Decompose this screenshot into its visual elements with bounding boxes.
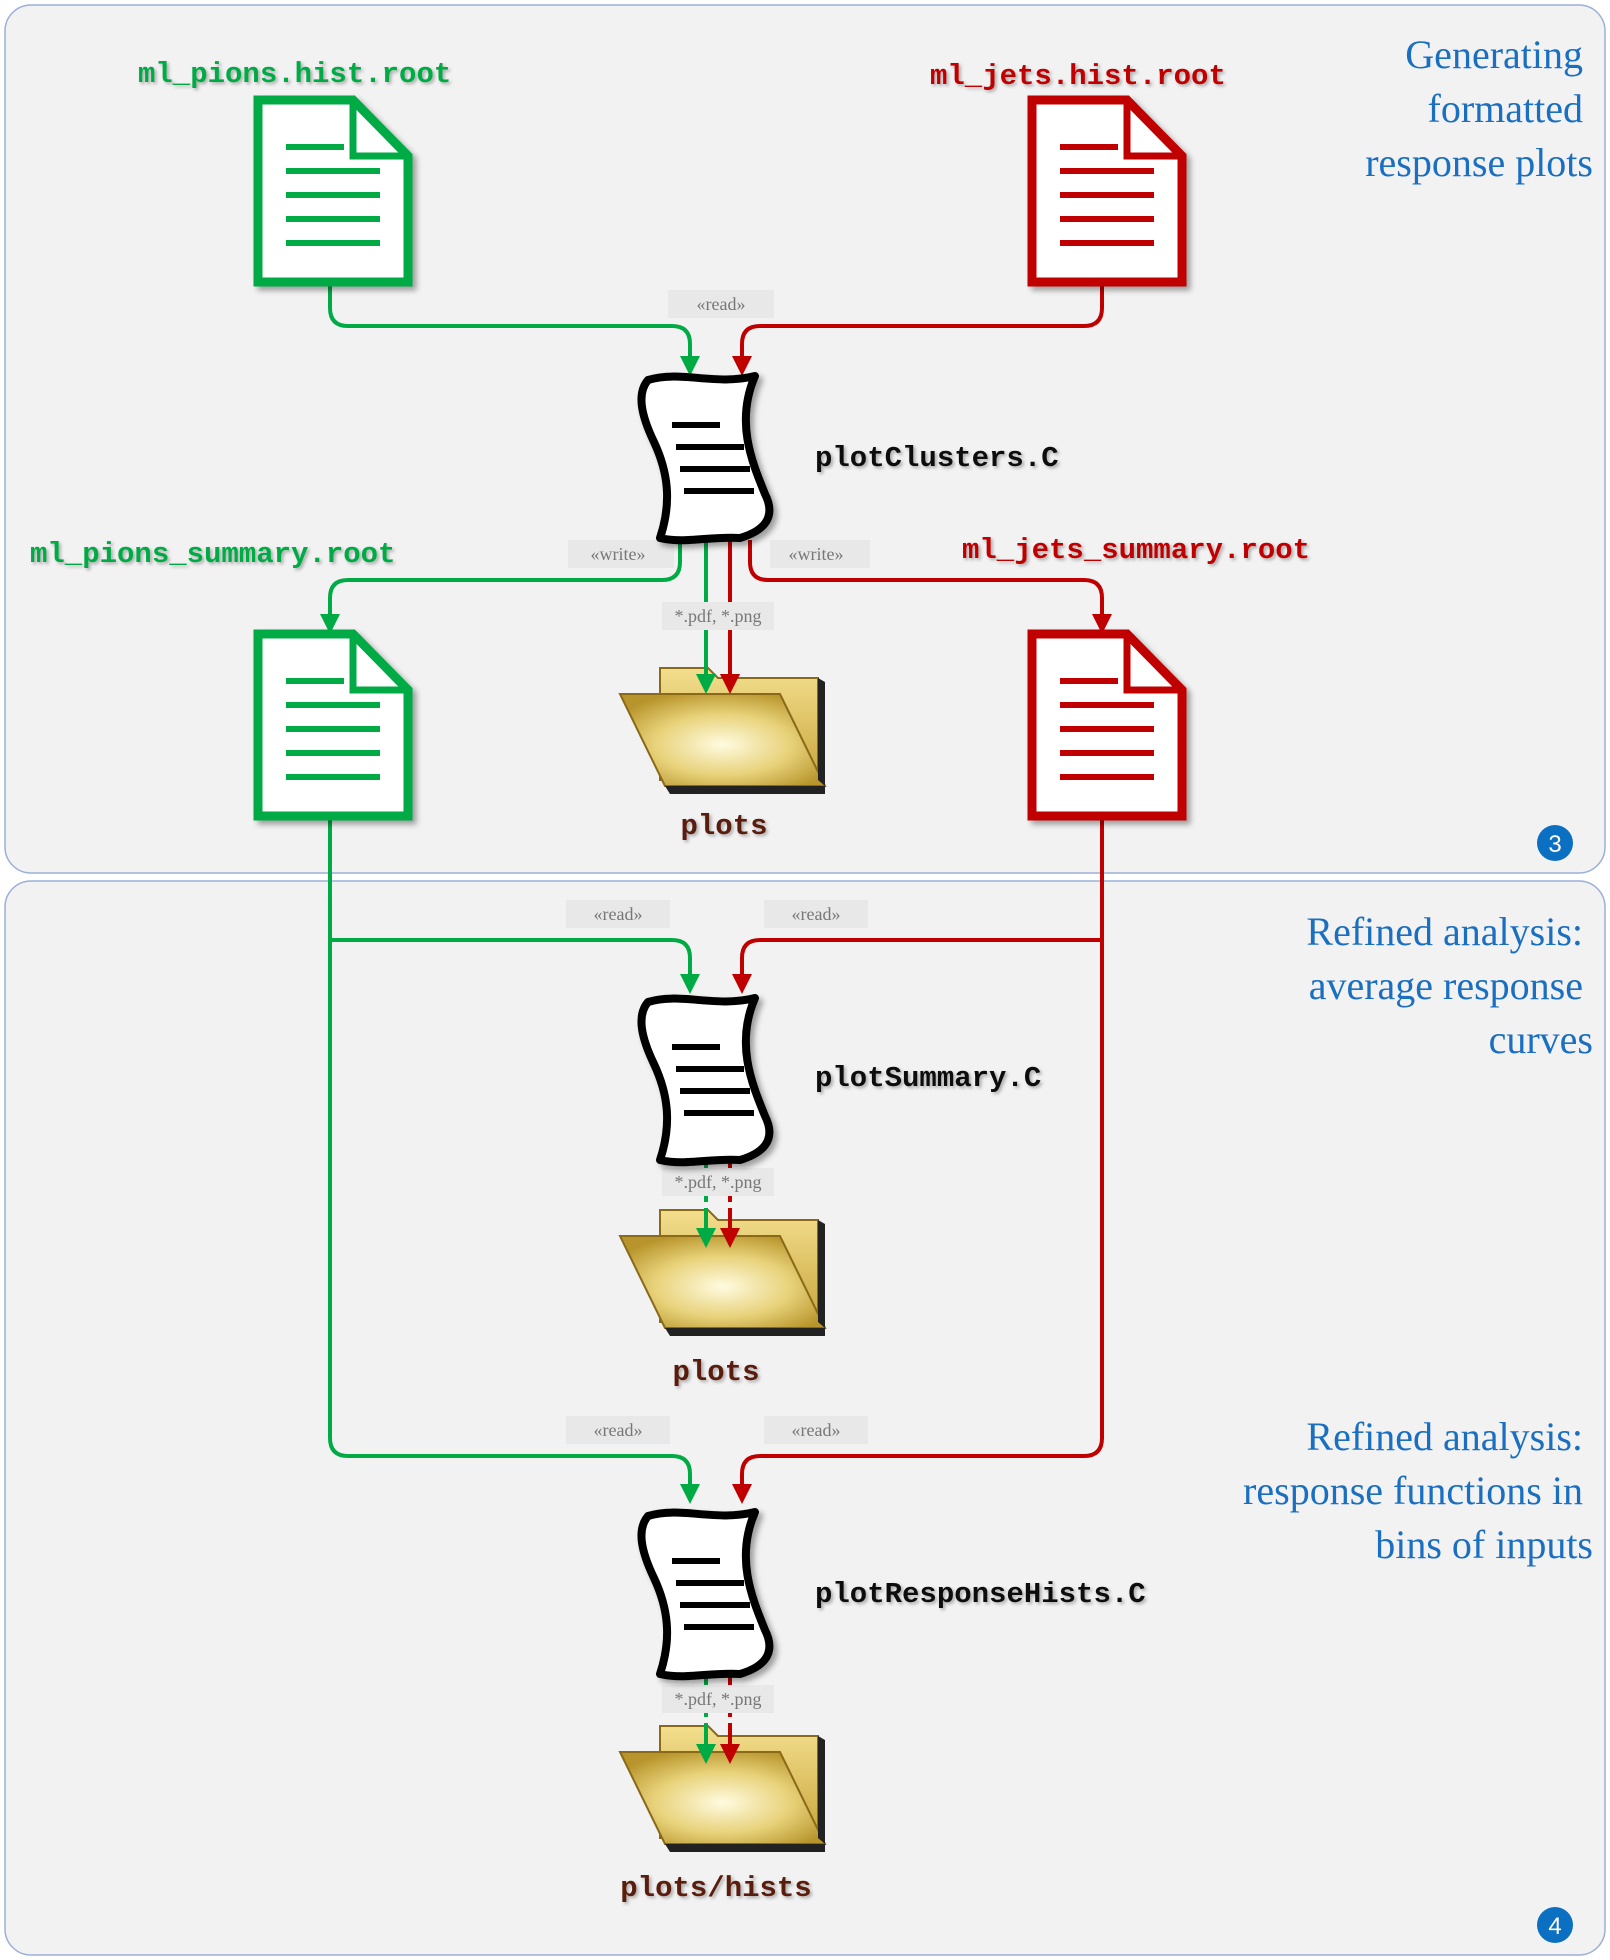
edge-jets-summary-trunk — [732, 800, 1104, 1504]
edge-label-write: «write» — [789, 544, 844, 564]
badge-number: 4 — [1548, 1913, 1561, 1940]
script-label-summary: plotSummary.C — [815, 1062, 1041, 1095]
step-badge-3: 3 — [1537, 825, 1573, 861]
caption-line: Generating — [1405, 32, 1583, 77]
edge-read-pions-hist — [328, 282, 700, 376]
edge-label-read: «read» — [594, 1420, 643, 1440]
panel-3-caption: Generating formatted response plots — [1365, 32, 1593, 185]
caption-line: formatted — [1428, 86, 1584, 131]
edge-label-read: «read» — [792, 1420, 841, 1440]
edge-write-jets-summary — [748, 540, 1112, 634]
edge-read-jets-summary — [732, 938, 1102, 994]
file-label-pions-summary: ml_pions_summary.root — [30, 538, 395, 571]
edge-label-output: *.pdf, *.png — [675, 606, 762, 626]
document-icon — [258, 100, 408, 282]
edge-write-pions-summary — [320, 540, 682, 634]
edge-pions-summary-trunk — [328, 800, 700, 1504]
file-label-jets-summary: ml_jets_summary.root — [962, 534, 1310, 567]
caption-line: average response — [1309, 963, 1583, 1008]
badge-number: 3 — [1548, 831, 1561, 858]
caption-line: Refined analysis: — [1306, 909, 1583, 954]
edge-label-read: «read» — [792, 904, 841, 924]
caption-line: response plots — [1365, 140, 1593, 185]
edge-read-pions-summary — [330, 938, 700, 994]
edge-label-read: «read» — [594, 904, 643, 924]
panel-4-caption-top: Refined analysis: average response curve… — [1306, 909, 1593, 1062]
folder-label-plots-hists: plots/hists — [620, 1872, 811, 1905]
folder-label-plots: plots — [680, 810, 767, 843]
edge-label-output: *.pdf, *.png — [675, 1172, 762, 1192]
caption-line: Refined analysis: — [1306, 1414, 1583, 1459]
edge-label-output: *.pdf, *.png — [675, 1689, 762, 1709]
caption-line: curves — [1489, 1017, 1593, 1062]
script-label-response: plotResponseHists.C — [815, 1578, 1146, 1611]
file-label-jets-hist: ml_jets.hist.root — [930, 60, 1226, 93]
folder-label-plots: plots — [672, 1356, 759, 1389]
document-icon — [1032, 100, 1182, 282]
caption-line: bins of inputs — [1375, 1522, 1593, 1567]
step-badge-4: 4 — [1537, 1907, 1573, 1943]
file-label-pions-hist: ml_pions.hist.root — [138, 58, 451, 91]
document-icon — [258, 634, 408, 816]
caption-line: response functions in — [1243, 1468, 1583, 1513]
panel-4-caption-bottom: Refined analysis: response functions in … — [1243, 1414, 1593, 1567]
script-label-clusters: plotClusters.C — [815, 442, 1059, 475]
document-icon — [1032, 634, 1182, 816]
edge-label-read: «read» — [697, 294, 746, 314]
edge-label-write: «write» — [591, 544, 646, 564]
edge-read-jets-hist — [732, 282, 1104, 376]
